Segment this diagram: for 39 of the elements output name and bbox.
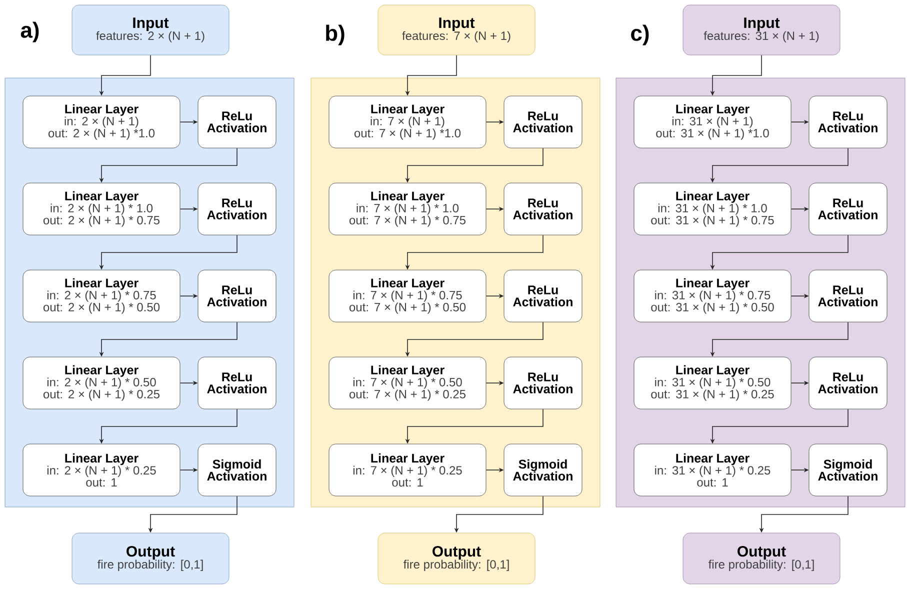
activation-box: Sigmoid Activation [504,444,582,496]
activation-box: ReLu Activation [198,270,276,322]
layer-box: Linear Layer in: 31 × (N + 1) * 0.25 out: 1 [634,444,792,496]
layer-box: Linear Layer in: 31 × (N + 1) * 0.75 out: 31 × (N + 1) * 0.50 [634,270,792,322]
io-box: Output fire probability: [0,1] [682,532,840,584]
io-box: Input features: 31 × (N + 1) [682,4,840,56]
activation-box: ReLu Activation [504,96,582,148]
panel-label: b) [326,24,344,46]
io-box: Input features: 2 × (N + 1) [72,4,230,56]
layer-box: Linear Layer in: 2 × (N + 1) * 0.75 out: 2 × (N + 1) * 0.50 [22,270,180,322]
activation-box: ReLu Activation [808,182,888,236]
activation-box: ReLu Activation [808,270,888,322]
activation-box: Sigmoid Activation [808,444,888,496]
activation-box: ReLu Activation [504,182,582,236]
layer-box: Linear Layer in: 7 × (N + 1) * 0.25 out: 1 [328,444,486,496]
activation-box: ReLu Activation [504,270,582,322]
layer-box: Linear Layer in: 7 × (N + 1) out: 7 × (N + 1) *1.0 [328,96,486,148]
layer-box: Linear Layer in: 2 × (N + 1) * 1.0 out: 2 × (N + 1) * 0.75 [22,182,180,236]
activation-box: ReLu Activation [808,356,888,410]
io-box: Input features: 7 × (N + 1) [378,4,536,56]
layer-box: Linear Layer in: 7 × (N + 1) * 1.0 out: 7 × (N + 1) * 0.75 [328,182,486,236]
activation-box: ReLu Activation [198,356,276,410]
io-box: Output fire probability: [0,1] [378,532,536,584]
panel-label: c) [631,24,649,46]
layer-box: Linear Layer in: 31 × (N + 1) * 1.0 out: 31 × (N + 1) * 0.75 [634,182,792,236]
activation-box: Sigmoid Activation [198,444,276,496]
io-box: Output fire probability: [0,1] [72,532,230,584]
layer-box: Linear Layer in: 7 × (N + 1) * 0.50 out: 7 × (N + 1) * 0.25 [328,356,486,410]
panel-label: a) [20,22,39,42]
layer-box: Linear Layer in: 2 × (N + 1) out: 2 × (N + 1) *1.0 [22,96,180,148]
activation-box: ReLu Activation [504,356,582,410]
layer-box: Linear Layer in: 31 × (N + 1) * 0.50 out: 31 × (N + 1) * 0.25 [634,356,792,410]
activation-box: ReLu Activation [198,182,276,236]
layer-box: Linear Layer in: 2 × (N + 1) * 0.50 out: 2 × (N + 1) * 0.25 [22,356,180,410]
layer-box: Linear Layer in: 7 × (N + 1) * 0.75 out: 7 × (N + 1) * 0.50 [328,270,486,322]
activation-box: ReLu Activation [808,96,888,148]
activation-box: ReLu Activation [198,96,276,148]
layer-box: Linear Layer in: 2 × (N + 1) * 0.25 out: 1 [22,444,180,496]
layer-box: Linear Layer in: 31 × (N + 1) out: 31 × (N + 1) *1.0 [634,96,792,148]
